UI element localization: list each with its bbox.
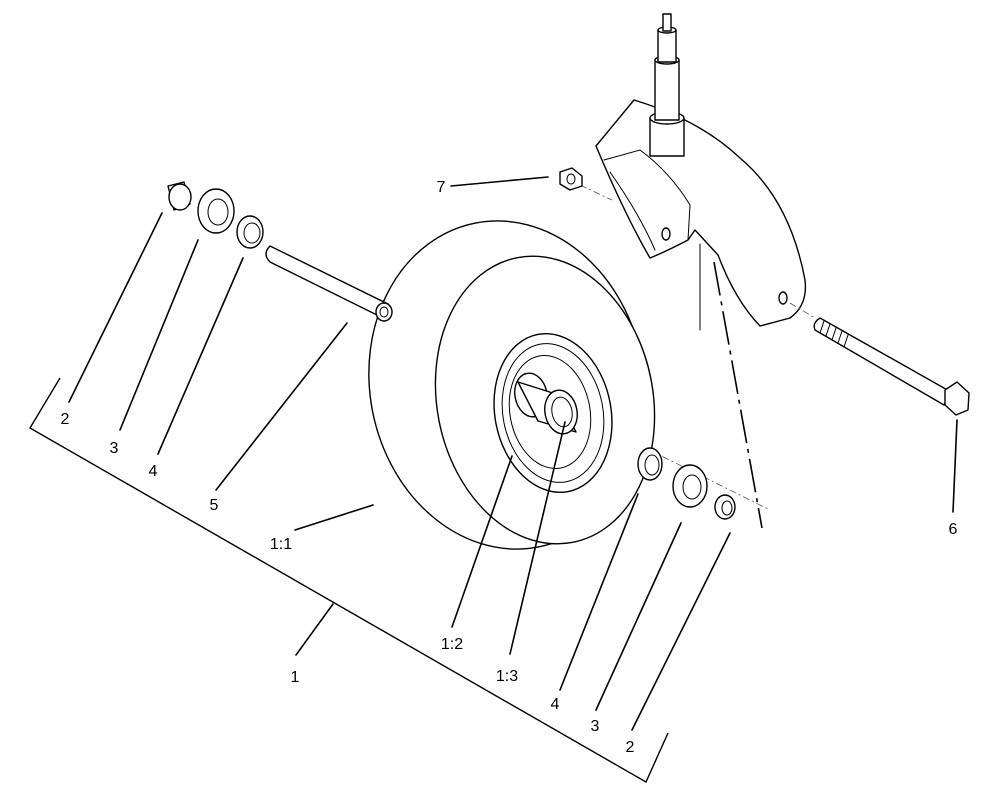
callout-1-1: 1:1 <box>270 536 292 553</box>
callout-6: 6 <box>949 521 958 538</box>
leader-1-1 <box>294 504 374 531</box>
bolt-shank <box>813 317 952 406</box>
fork-body <box>595 99 807 327</box>
callout-4-right: 4 <box>551 696 560 713</box>
bolt <box>813 317 970 416</box>
leader-7 <box>450 176 549 187</box>
leader-3-right <box>595 522 682 711</box>
seal-right <box>672 464 708 508</box>
nut-hole <box>566 173 576 185</box>
spacer-right-bore <box>721 500 733 516</box>
leader-6 <box>952 419 958 513</box>
callout-3-left: 3 <box>110 440 119 457</box>
axle-spacer-bore <box>379 306 389 318</box>
nut <box>559 167 583 191</box>
leader-5 <box>215 322 348 491</box>
fork-fillet <box>609 171 656 251</box>
callout-7: 7 <box>437 179 446 196</box>
leader-4-right <box>559 493 639 691</box>
rim-inner <box>508 355 592 469</box>
leader-4-left <box>157 257 244 455</box>
leader-2-left <box>68 212 163 403</box>
wheel-assembly <box>368 220 656 550</box>
leader-3-left <box>119 239 199 431</box>
leader-1-3 <box>509 421 566 655</box>
caster-fork <box>595 13 807 331</box>
callout-4-left: 4 <box>149 463 158 480</box>
leader-1 <box>295 603 334 656</box>
callout-1: 1 <box>291 669 300 686</box>
bearing-left <box>236 215 264 249</box>
bolt-head <box>944 381 970 416</box>
stem-tip <box>657 29 677 63</box>
leader-2-right <box>631 532 731 731</box>
callout-2-left: 2 <box>61 411 70 428</box>
callout-1-2: 1:2 <box>441 636 463 653</box>
seal-left-inner <box>207 198 229 226</box>
right-hardware <box>637 447 736 520</box>
fork-axle-hole-rear <box>778 291 788 305</box>
stem-shaft <box>654 59 680 121</box>
callout-2-right: 2 <box>626 739 635 756</box>
bolt-thread <box>819 320 849 348</box>
spacer-left-end <box>168 183 192 211</box>
hub-front <box>544 389 578 435</box>
seal-left <box>197 188 235 234</box>
fork-inner-edge <box>603 149 691 241</box>
bearing-left-race <box>243 222 261 244</box>
axle-spacer-tube <box>265 245 393 321</box>
nut-body <box>559 167 583 191</box>
callout-1-3: 1:3 <box>496 668 518 685</box>
bearing-right-race <box>644 454 660 476</box>
bearing-right <box>637 447 663 481</box>
rim-flange <box>501 343 605 483</box>
callout-3-right: 3 <box>591 718 600 735</box>
bolt-centerline-right <box>789 302 816 319</box>
assembly-bracket <box>29 377 669 783</box>
assembly-line-fork <box>713 261 763 529</box>
leader-1-2 <box>451 455 513 628</box>
callout-5: 5 <box>210 497 219 514</box>
left-hardware <box>167 181 393 322</box>
bolt-centerline <box>579 184 613 201</box>
fork-axle-hole-front <box>661 227 671 241</box>
hub-bore <box>551 396 573 428</box>
stem-pin <box>662 13 672 32</box>
axle-spacer-end <box>375 302 393 322</box>
seal-right-inner <box>682 474 702 500</box>
